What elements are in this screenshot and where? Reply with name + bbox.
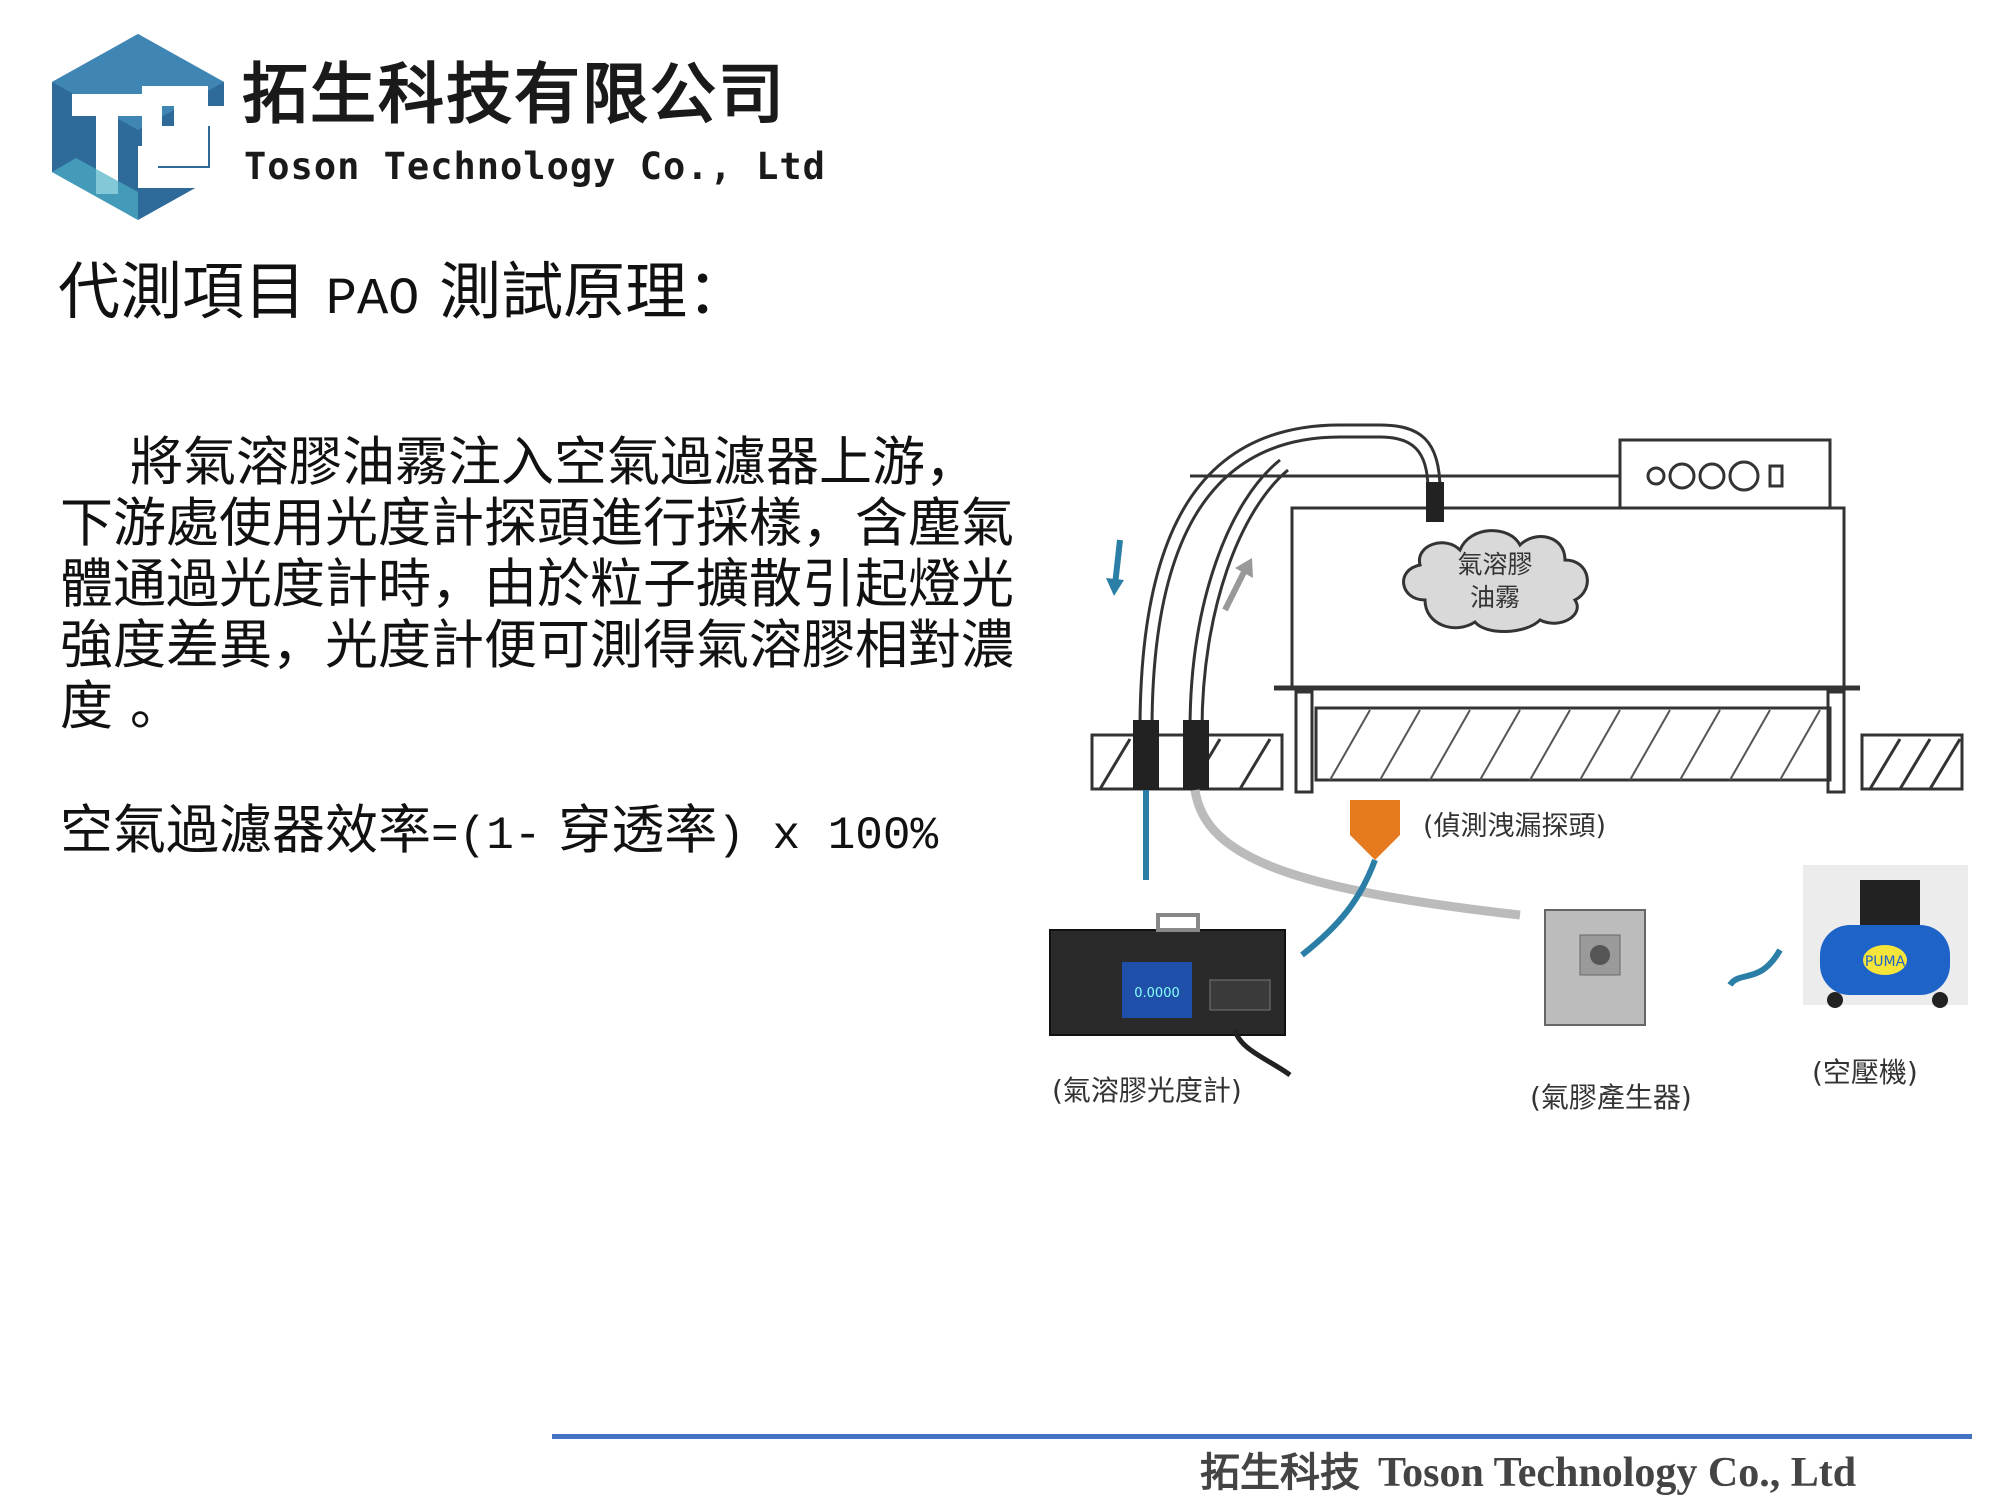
wall-right bbox=[1860, 733, 1964, 791]
company-name-cn: 拓生科技有限公司 bbox=[242, 56, 786, 133]
principle-text: 將氣溶膠油霧注入空氣過濾器上游，下游處使用光度計探頭進行採樣，含塵氣體通過光度計… bbox=[60, 432, 1014, 737]
formula-part1: =(1- bbox=[431, 810, 542, 862]
company-name-en: Toson Technology Co., Ltd bbox=[244, 145, 826, 188]
control-panel-knobs bbox=[1646, 460, 1784, 492]
air-compressor-icon: PUMA bbox=[1803, 865, 1968, 1008]
flow-arrow-up-icon bbox=[1222, 558, 1253, 612]
aerosol-cloud: 氣溶膠 油霧 bbox=[1402, 529, 1589, 633]
formula-efficiency: 空氣過濾器效率 bbox=[60, 800, 431, 861]
leak-probe-icon bbox=[1300, 800, 1400, 958]
photometer-label: (氣溶膠光度計) bbox=[1052, 1074, 1242, 1107]
compressor-label: (空壓機) bbox=[1812, 1056, 1918, 1089]
company-logo bbox=[48, 32, 230, 222]
filter-housing bbox=[1190, 438, 1846, 690]
ts-hexagon-logo-icon bbox=[52, 34, 230, 220]
pao-test-diagram: 氣溶膠 油霧 bbox=[1040, 410, 1970, 1130]
sampling-tubes bbox=[1138, 423, 1442, 731]
principle-paragraph: 將氣溶膠油霧注入空氣過濾器上游，下游處使用光度計探頭進行採樣，含塵氣體通過光度計… bbox=[60, 432, 1020, 737]
footer-company-en: Toson Technology Co., Ltd bbox=[1378, 1450, 1857, 1496]
compressor-hose bbox=[1727, 948, 1783, 987]
tube-connectors bbox=[1133, 482, 1444, 790]
photometer-device-icon: 0.0000 bbox=[1049, 913, 1292, 1078]
title-prefix: 代測項目 bbox=[58, 255, 307, 328]
footer-company: 拓生科技 Toson Technology Co., Ltd bbox=[1200, 1440, 1856, 1498]
flow-arrow-down-icon bbox=[1106, 539, 1124, 596]
compressor-brand: PUMA bbox=[1865, 954, 1906, 970]
title-suffix: 測試原理： bbox=[439, 255, 750, 328]
cloud-label-2: 油霧 bbox=[1470, 583, 1520, 612]
formula-part2: ) x 100% bbox=[717, 810, 939, 862]
footer-divider bbox=[552, 1434, 1972, 1439]
probe-label: (偵測洩漏探頭) bbox=[1423, 811, 1606, 842]
gray-hose bbox=[1190, 789, 1521, 920]
formula-penetration: 穿透率 bbox=[558, 800, 718, 861]
filter-frame bbox=[1274, 685, 1860, 794]
aerosol-generator-icon bbox=[1544, 909, 1646, 1026]
filter-hatch bbox=[1329, 709, 1821, 781]
slide-title: 代測項目 PAO 測試原理： bbox=[58, 255, 750, 329]
title-pao: PAO bbox=[325, 270, 420, 329]
footer-company-cn: 拓生科技 bbox=[1200, 1450, 1360, 1496]
photometer-readout: 0.0000 bbox=[1134, 986, 1180, 1001]
cloud-label-1: 氣溶膠 bbox=[1457, 550, 1532, 579]
generator-label: (氣膠產生器) bbox=[1530, 1081, 1692, 1114]
efficiency-formula: 空氣過濾器效率=(1- 穿透率) x 100% bbox=[60, 802, 990, 865]
